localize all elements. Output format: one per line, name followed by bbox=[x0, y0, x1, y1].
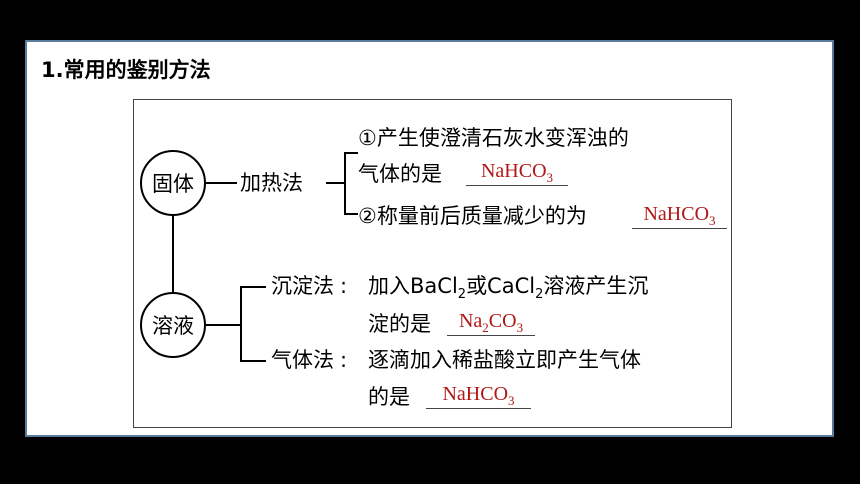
precipitation-answer: Na2CO3 bbox=[447, 310, 535, 337]
item1-line1: ①产生使澄清石灰水变浑浊的 bbox=[358, 126, 629, 150]
section-heading: 1.常用的鉴别方法 bbox=[41, 58, 211, 82]
gas-line2: 的是 bbox=[368, 385, 410, 409]
precipitation-colon: : bbox=[340, 274, 348, 298]
item1-answer: NaHCO3 bbox=[466, 160, 568, 187]
item2-answer: NaHCO3 bbox=[632, 203, 727, 230]
heating-method-label: 加热法 bbox=[240, 171, 303, 195]
gas-colon: : bbox=[340, 348, 348, 372]
solid-node: 固体 bbox=[140, 150, 206, 216]
precipitation-line2: 淀的是 bbox=[368, 312, 431, 336]
item2-text: ②称量前后质量减少的为 bbox=[358, 204, 587, 228]
diagram-frame bbox=[133, 99, 732, 428]
precipitation-line1: 加入BaCl2或CaCl2溶液产生沉 bbox=[368, 274, 649, 303]
gas-answer: NaHCO3 bbox=[426, 383, 531, 410]
solid-node-label: 固体 bbox=[152, 172, 194, 196]
solution-node-label: 溶液 bbox=[152, 314, 194, 338]
item1-line2: 气体的是 bbox=[358, 162, 442, 186]
precipitation-method-label: 沉淀法 bbox=[271, 274, 334, 298]
gas-line1: 逐滴加入稀盐酸立即产生气体 bbox=[368, 348, 641, 372]
gas-method-label: 气体法 bbox=[271, 348, 334, 372]
solution-node: 溶液 bbox=[140, 292, 206, 358]
